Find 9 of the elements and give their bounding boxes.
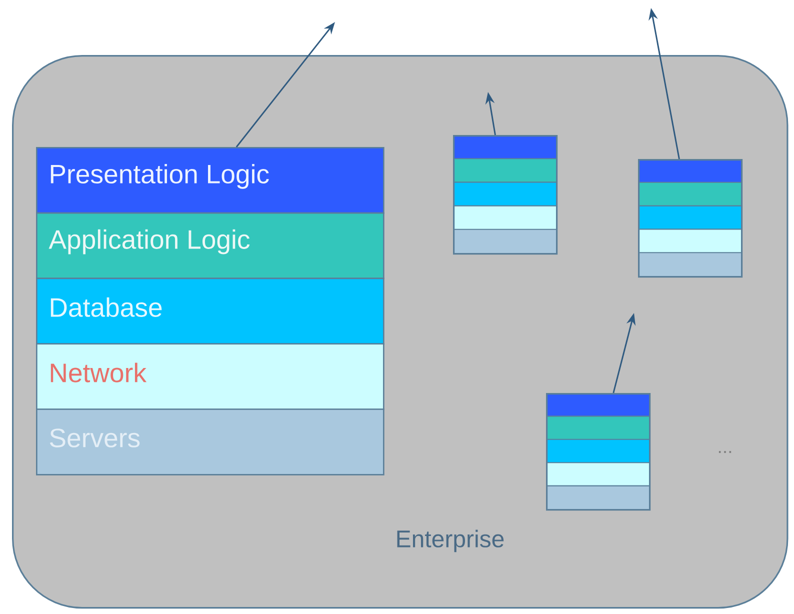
- stack-drawing: [638, 159, 743, 278]
- layer-box: Presentation Logic: [36, 147, 384, 214]
- layer-box: Servers: [36, 408, 384, 476]
- stack-drawing: [546, 393, 651, 511]
- layer-box: Database: [36, 278, 384, 345]
- ellipsis: ...: [718, 451, 732, 453]
- stack-drawing: [453, 135, 558, 255]
- layer-box: Application Logic: [36, 212, 384, 280]
- layer-box: Network: [36, 343, 384, 410]
